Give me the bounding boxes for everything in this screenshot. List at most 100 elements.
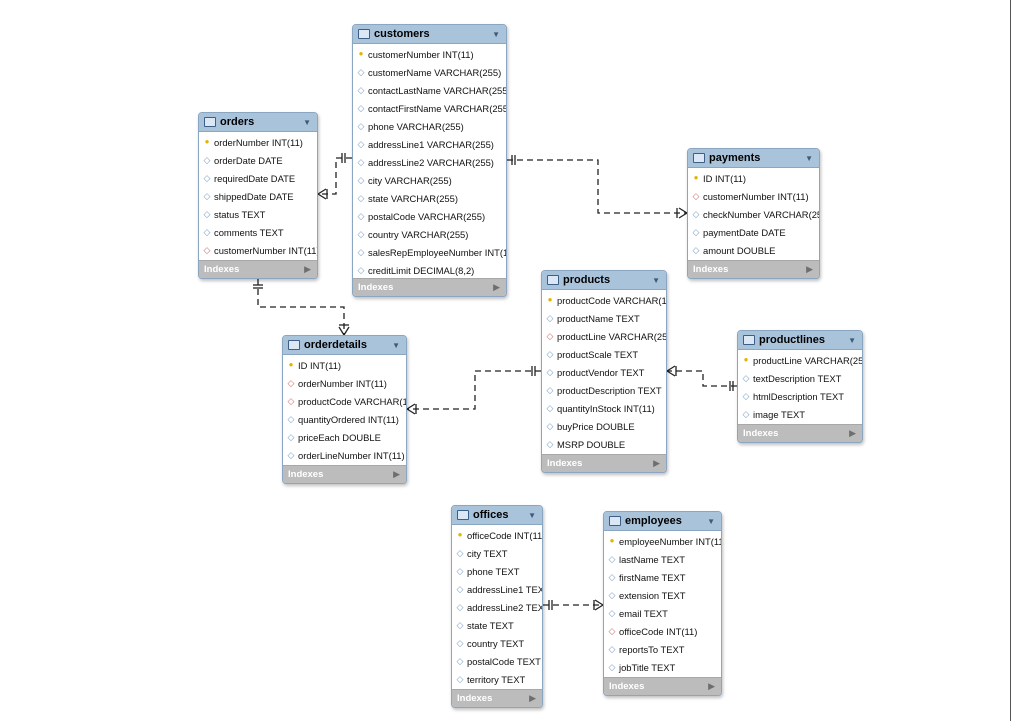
expand-indexes-icon[interactable]: ▶ [806, 264, 813, 274]
column-row[interactable]: ◇creditLimit DECIMAL(8,2) [353, 261, 506, 279]
column-row[interactable]: ◇postalCode TEXT [452, 652, 542, 670]
column-row[interactable]: ◇territory TEXT [452, 670, 542, 688]
column-row[interactable]: ◇phone TEXT [452, 562, 542, 580]
column-row[interactable]: ◇state TEXT [452, 616, 542, 634]
indexes-footer[interactable]: Indexes▶ [604, 677, 721, 695]
collapse-triangle-icon[interactable]: ▼ [492, 29, 500, 39]
collapse-triangle-icon[interactable]: ▼ [303, 117, 311, 127]
table-header[interactable]: productlines▼ [738, 331, 862, 350]
column-row[interactable]: ◇addressLine1 VARCHAR(255) [353, 135, 506, 153]
expand-indexes-icon[interactable]: ▶ [653, 458, 660, 468]
column-row[interactable]: ◇orderLineNumber INT(11) [283, 446, 406, 464]
expand-indexes-icon[interactable]: ▶ [849, 428, 856, 438]
rel-orders-orderdetails[interactable] [253, 279, 350, 336]
column-row[interactable]: ◇requiredDate DATE [199, 169, 317, 187]
indexes-footer[interactable]: Indexes▶ [199, 260, 317, 278]
column-row[interactable]: ◇quantityOrdered INT(11) [283, 410, 406, 428]
column-row[interactable]: ◇paymentDate DATE [688, 223, 819, 241]
rel-productlines-products[interactable] [666, 365, 737, 391]
table-header[interactable]: orders▼ [199, 113, 317, 132]
column-row[interactable]: ◇comments TEXT [199, 223, 317, 241]
column-row[interactable]: ◇productName TEXT [542, 309, 666, 327]
indexes-footer[interactable]: Indexes▶ [452, 689, 542, 707]
column-row[interactable]: ◇country TEXT [452, 634, 542, 652]
indexes-footer[interactable]: Indexes▶ [738, 424, 862, 442]
column-row[interactable]: ◇productCode VARCHAR(10) [283, 392, 406, 410]
table-header[interactable]: employees▼ [604, 512, 721, 531]
column-row[interactable]: ●customerNumber INT(11) [353, 45, 506, 63]
table-employees[interactable]: employees▼●employeeNumber INT(11)◇lastNa… [603, 511, 722, 696]
expand-indexes-icon[interactable]: ▶ [529, 693, 536, 703]
indexes-footer[interactable]: Indexes▶ [353, 278, 506, 296]
column-row[interactable]: ◇buyPrice DOUBLE [542, 417, 666, 435]
column-row[interactable]: ◇phone VARCHAR(255) [353, 117, 506, 135]
column-row[interactable]: ◇productDescription TEXT [542, 381, 666, 399]
column-row[interactable]: ◇city TEXT [452, 544, 542, 562]
column-row[interactable]: ◇shippedDate DATE [199, 187, 317, 205]
column-row[interactable]: ◇orderDate DATE [199, 151, 317, 169]
indexes-footer[interactable]: Indexes▶ [542, 454, 666, 472]
column-row[interactable]: ◇postalCode VARCHAR(255) [353, 207, 506, 225]
column-row[interactable]: ◇customerNumber INT(11) [199, 241, 317, 259]
column-row[interactable]: ●productLine VARCHAR(255) [738, 351, 862, 369]
collapse-triangle-icon[interactable]: ▼ [528, 510, 536, 520]
column-row[interactable]: ◇orderNumber INT(11) [283, 374, 406, 392]
column-row[interactable]: ◇status TEXT [199, 205, 317, 223]
indexes-footer[interactable]: Indexes▶ [283, 465, 406, 483]
expand-indexes-icon[interactable]: ▶ [708, 681, 715, 691]
column-row[interactable]: ◇image TEXT [738, 405, 862, 423]
collapse-triangle-icon[interactable]: ▼ [848, 335, 856, 345]
expand-indexes-icon[interactable]: ▶ [304, 264, 311, 274]
rel-products-orderdetails[interactable] [406, 366, 541, 415]
column-row[interactable]: ◇MSRP DOUBLE [542, 435, 666, 453]
column-row[interactable]: ◇checkNumber VARCHAR(255) [688, 205, 819, 223]
column-row[interactable]: ◇extension TEXT [604, 586, 721, 604]
table-productlines[interactable]: productlines▼●productLine VARCHAR(255)◇t… [737, 330, 863, 443]
table-orders[interactable]: orders▼●orderNumber INT(11)◇orderDate DA… [198, 112, 318, 279]
column-row[interactable]: ◇addressLine2 VARCHAR(255) [353, 153, 506, 171]
column-row[interactable]: ◇customerNumber INT(11) [688, 187, 819, 205]
collapse-triangle-icon[interactable]: ▼ [707, 516, 715, 526]
column-row[interactable]: ◇reportsTo TEXT [604, 640, 721, 658]
table-header[interactable]: payments▼ [688, 149, 819, 168]
rel-customers-payments[interactable] [507, 155, 688, 219]
collapse-triangle-icon[interactable]: ▼ [805, 153, 813, 163]
collapse-triangle-icon[interactable]: ▼ [652, 275, 660, 285]
table-header[interactable]: orderdetails▼ [283, 336, 406, 355]
column-row[interactable]: ◇contactFirstName VARCHAR(255) [353, 99, 506, 117]
table-header[interactable]: customers▼ [353, 25, 506, 44]
column-row[interactable]: ◇officeCode INT(11) [604, 622, 721, 640]
table-offices[interactable]: offices▼●officeCode INT(11)◇city TEXT◇ph… [451, 505, 543, 708]
expand-indexes-icon[interactable]: ▶ [393, 469, 400, 479]
rel-customers-orders[interactable] [317, 153, 352, 200]
column-row[interactable]: ◇contactLastName VARCHAR(255) [353, 81, 506, 99]
column-row[interactable]: ◇addressLine2 TEXT [452, 598, 542, 616]
column-row[interactable]: ◇city VARCHAR(255) [353, 171, 506, 189]
table-orderdetails[interactable]: orderdetails▼●ID INT(11)◇orderNumber INT… [282, 335, 407, 484]
column-row[interactable]: ◇quantityInStock INT(11) [542, 399, 666, 417]
table-products[interactable]: products▼●productCode VARCHAR(10)◇produc… [541, 270, 667, 473]
column-row[interactable]: ●ID INT(11) [283, 356, 406, 374]
column-row[interactable]: ◇htmlDescription TEXT [738, 387, 862, 405]
column-row[interactable]: ◇amount DOUBLE [688, 241, 819, 259]
table-payments[interactable]: payments▼●ID INT(11)◇customerNumber INT(… [687, 148, 820, 279]
column-row[interactable]: ●ID INT(11) [688, 169, 819, 187]
column-row[interactable]: ◇productScale TEXT [542, 345, 666, 363]
column-row[interactable]: ◇addressLine1 TEXT [452, 580, 542, 598]
rel-offices-employees[interactable] [543, 599, 604, 611]
column-row[interactable]: ◇productVendor TEXT [542, 363, 666, 381]
table-header[interactable]: products▼ [542, 271, 666, 290]
column-row[interactable]: ◇country VARCHAR(255) [353, 225, 506, 243]
column-row[interactable]: ◇salesRepEmployeeNumber INT(11) [353, 243, 506, 261]
column-row[interactable]: ●orderNumber INT(11) [199, 133, 317, 151]
column-row[interactable]: ◇customerName VARCHAR(255) [353, 63, 506, 81]
table-header[interactable]: offices▼ [452, 506, 542, 525]
column-row[interactable]: ◇firstName TEXT [604, 568, 721, 586]
column-row[interactable]: ◇productLine VARCHAR(255) [542, 327, 666, 345]
collapse-triangle-icon[interactable]: ▼ [392, 340, 400, 350]
column-row[interactable]: ◇jobTitle TEXT [604, 658, 721, 676]
column-row[interactable]: ◇lastName TEXT [604, 550, 721, 568]
column-row[interactable]: ◇priceEach DOUBLE [283, 428, 406, 446]
column-row[interactable]: ●employeeNumber INT(11) [604, 532, 721, 550]
expand-indexes-icon[interactable]: ▶ [493, 282, 500, 292]
